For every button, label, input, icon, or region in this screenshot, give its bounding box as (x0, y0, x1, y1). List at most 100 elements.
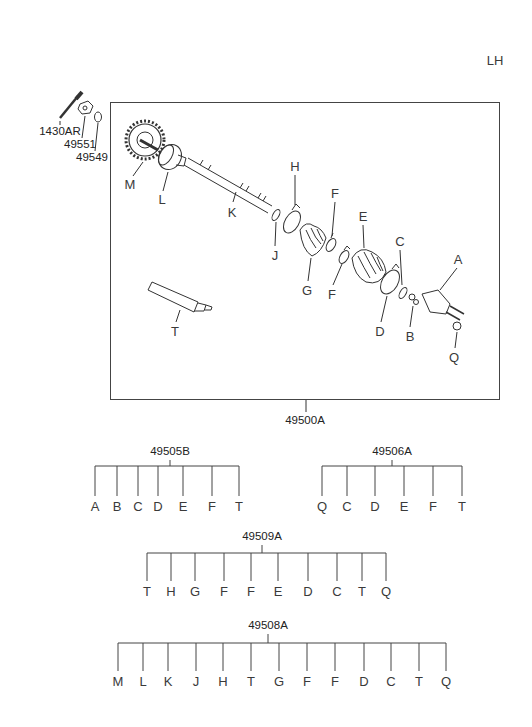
callout-letter: B (406, 330, 415, 343)
callout-letter: Q (449, 351, 459, 364)
bracket-leg (212, 466, 213, 496)
bracket-leg (158, 466, 159, 496)
bracket-bar (118, 643, 446, 644)
part-number: 49505B (150, 446, 190, 458)
bracket-stem (262, 545, 263, 553)
bracket-leg (337, 553, 338, 581)
bracket-leg (171, 553, 172, 581)
bracket-leg (143, 643, 144, 671)
callout-letter: T (235, 500, 243, 513)
callout-letter: D (303, 585, 312, 598)
bracket-stem (268, 634, 269, 643)
bracket-leg (335, 643, 336, 671)
callout-letter: Q (317, 500, 327, 513)
bracket-leg (446, 643, 447, 671)
callout-letter: M (125, 178, 136, 191)
callout-letter: F (328, 288, 336, 301)
bracket-stem (170, 460, 171, 466)
callout-letter: D (370, 500, 379, 513)
bracket-leg (391, 643, 392, 671)
callout-letter: T (247, 675, 255, 688)
callout-letter: Q (441, 675, 451, 688)
callout-letter: C (386, 675, 395, 688)
callout-letter: L (139, 675, 146, 688)
bracket-leg (364, 643, 365, 671)
callout-letter: M (113, 675, 124, 688)
callout-letter: C (332, 585, 341, 598)
part-number: 49506A (372, 446, 412, 458)
bracket-leg (308, 553, 309, 581)
bracket-bar (322, 466, 462, 467)
bracket-leg (239, 466, 240, 496)
bracket-leg (307, 643, 308, 671)
callout-letter: K (164, 675, 173, 688)
bracket-leg (118, 643, 119, 671)
bracket-leg (322, 466, 323, 496)
bracket-leg (279, 643, 280, 671)
part-number: 49509A (242, 531, 282, 543)
callout-letter: H (290, 160, 299, 173)
bracket-leg (195, 553, 196, 581)
assembly-frame: 49500A (110, 102, 500, 400)
bracket-leg (278, 553, 279, 581)
bracket-leg (347, 466, 348, 496)
callout-letter: E (179, 500, 188, 513)
bracket-leg (223, 643, 224, 671)
callout-letter: H (218, 675, 227, 688)
callout-letter: J (193, 675, 200, 688)
callout-letter: C (395, 235, 404, 248)
bracket-leg (433, 466, 434, 496)
callout-letter: T (458, 500, 466, 513)
callout-letter: C (133, 500, 142, 513)
callout-letter: D (375, 325, 384, 338)
part-number: 49551 (64, 139, 96, 151)
callout-letter: T (415, 675, 423, 688)
bracket-stem (392, 460, 393, 466)
callout-letter: C (342, 500, 351, 513)
callout-letter: E (359, 210, 368, 223)
bracket-leg (224, 553, 225, 581)
bracket-leg (196, 643, 197, 671)
bracket-leg (419, 643, 420, 671)
callout-letter: F (220, 585, 228, 598)
callout-letter: T (358, 585, 366, 598)
bracket-bar (147, 553, 386, 554)
bracket-leg (462, 466, 463, 496)
callout-letter: H (166, 585, 175, 598)
callout-letter: F (331, 675, 339, 688)
callout-letter: A (454, 253, 463, 266)
part-number: 1430AR (39, 126, 81, 138)
callout-letter: L (158, 193, 165, 206)
bracket-leg (404, 466, 405, 496)
callout-letter: A (91, 500, 100, 513)
callout-letter: G (190, 585, 200, 598)
callout-letter: F (208, 500, 216, 513)
callout-letter: F (247, 585, 255, 598)
callout-letter: LH (487, 54, 504, 67)
bracket-leg (386, 553, 387, 581)
bracket-leg (147, 553, 148, 581)
callout-letter: J (272, 249, 279, 262)
bracket-leg (168, 643, 169, 671)
callout-letter: G (302, 284, 312, 297)
callout-letter: E (400, 500, 409, 513)
bracket-leg (95, 466, 96, 496)
bracket-leg (117, 466, 118, 496)
callout-letter: F (429, 500, 437, 513)
callout-letter: Q (381, 585, 391, 598)
assembly-number: 49500A (285, 415, 325, 427)
bracket-leg (251, 553, 252, 581)
callout-letter: K (228, 206, 237, 219)
bracket-leg (362, 553, 363, 581)
callout-letter: E (274, 585, 283, 598)
callout-letter: G (274, 675, 284, 688)
callout-letter: D (153, 500, 162, 513)
callout-letter: T (143, 585, 151, 598)
callout-letter: B (113, 500, 122, 513)
bracket-leg (251, 643, 252, 671)
part-number: 49508A (248, 620, 288, 632)
callout-letter: D (359, 675, 368, 688)
